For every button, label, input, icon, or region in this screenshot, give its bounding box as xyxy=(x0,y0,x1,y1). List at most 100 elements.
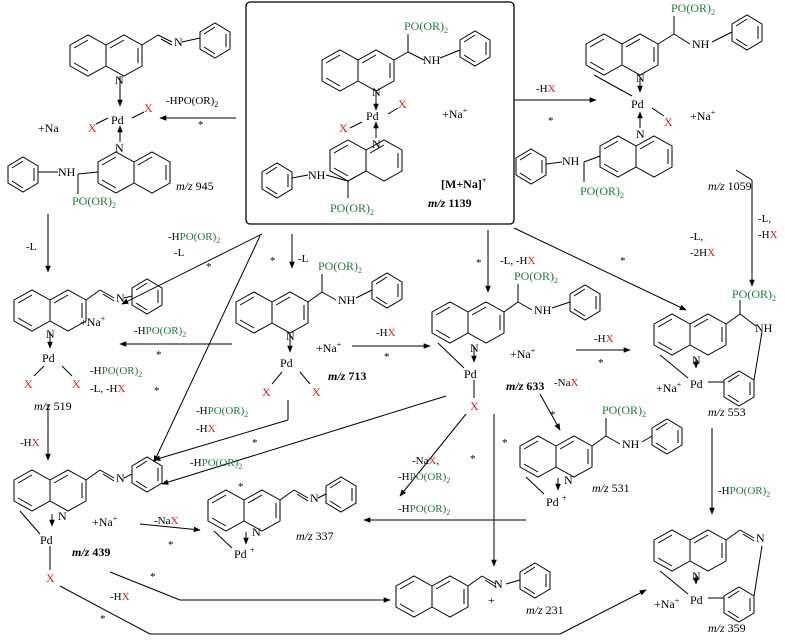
arrow-633-439 xyxy=(161,395,447,485)
s439-pd: Pd xyxy=(40,533,53,547)
s633-x: X xyxy=(470,399,479,413)
star-439-337: * xyxy=(168,539,174,551)
s713-mz: m/z 713 xyxy=(328,369,366,383)
lbl-1139-713: -L xyxy=(298,253,309,265)
arrow-439-359c xyxy=(559,589,647,635)
s553-n: N xyxy=(692,353,701,367)
s519-pd: Pd xyxy=(42,351,55,365)
s519-na: +Na+ xyxy=(80,314,106,329)
arrow-439-359a xyxy=(59,585,151,635)
s531-nh: NH xyxy=(622,437,640,451)
s945-x-right: X xyxy=(144,101,153,115)
star-1139-1059: * xyxy=(548,115,554,127)
lbl-439-359: -HX xyxy=(110,591,130,603)
arrow-1139-553 xyxy=(513,227,687,311)
lbl-439-337: -NaX xyxy=(154,515,179,527)
s713-x-right: X xyxy=(312,385,321,399)
species-531-structure xyxy=(519,418,683,495)
precursor-pd: Pd xyxy=(366,109,379,123)
s231-n: N xyxy=(494,577,503,591)
arrow-633-337 xyxy=(399,413,467,497)
precursor-nh-top: NH xyxy=(423,53,441,67)
s519-n-imine: N xyxy=(116,291,125,305)
s519-x-left: X xyxy=(24,377,33,391)
s359-na: +Na+ xyxy=(654,596,680,611)
species-439-structure xyxy=(13,456,163,570)
arrow-1139-439 xyxy=(153,235,261,463)
star-633-531: * xyxy=(550,409,556,421)
s553-phosphonate: PO(OR)2 xyxy=(732,287,776,303)
precursor-ion-label: [M+Na]+ xyxy=(441,176,487,191)
species-713-structure xyxy=(235,272,403,385)
lbl-1139-439-b: -L, -HX xyxy=(90,383,126,395)
s553-mz: m/z 553 xyxy=(708,405,746,419)
s713-pd: Pd xyxy=(280,356,293,370)
s1059-pd: Pd xyxy=(631,97,644,111)
species-519-structure xyxy=(13,278,163,377)
s633-na: +Na+ xyxy=(510,346,536,361)
star-1139-519: * xyxy=(206,261,212,273)
lbl-1139-553-a: -L, xyxy=(690,231,703,243)
s945-n2: N xyxy=(115,141,124,155)
s553-na: +Na+ xyxy=(656,380,682,395)
species-231-structure xyxy=(395,562,551,618)
lbl-1139-945: -HPO(OR)2 xyxy=(166,95,218,109)
s359-pd: Pd xyxy=(690,593,703,607)
s337-pd: Pd + xyxy=(234,545,255,561)
lbl-633-553: -HX xyxy=(594,333,614,345)
s337-n-imine: N xyxy=(310,491,319,505)
arrow-1059-553a xyxy=(735,169,753,181)
s531-mz: m/z 531 xyxy=(592,481,630,495)
arrow-633-531 xyxy=(539,393,561,431)
s439-mz: m/z 439 xyxy=(72,545,110,559)
lbl-1139-439-a: -HPO(OR)2 xyxy=(90,365,142,379)
s1059-x: X xyxy=(664,115,673,129)
s1059-n1: N xyxy=(636,71,645,85)
star-633-231: * xyxy=(502,437,508,449)
star-439-359: * xyxy=(100,613,106,625)
lbl-1139-633: -L, -HX xyxy=(500,255,536,267)
s519-n: N xyxy=(46,327,55,341)
s553-nh: NH xyxy=(755,321,773,335)
s713-phosphonate: PO(OR)2 xyxy=(318,259,362,275)
star-713-633: * xyxy=(384,351,390,363)
s945-na: +Na xyxy=(38,121,59,135)
lbl-713-439-b: -HX xyxy=(196,423,216,435)
star-633-553: * xyxy=(598,357,604,369)
s945-nh: NH xyxy=(58,165,76,179)
species-359-structure xyxy=(653,529,763,623)
lbl-1139-553-b: -2HX xyxy=(690,247,715,259)
lbl-519-439: -HX xyxy=(20,437,40,449)
s945-n1: N xyxy=(115,73,124,87)
star-713-439: * xyxy=(252,437,258,449)
s337-n: N xyxy=(252,525,261,539)
lbl-1139-519-a: -HPO(OR)2 xyxy=(168,231,220,245)
s439-x: X xyxy=(46,571,55,585)
s1059-phosphonate-top: PO(OR)2 xyxy=(671,1,715,17)
precursor-phosphonate-bottom: PO(OR)2 xyxy=(330,201,374,217)
s439-na: +Na+ xyxy=(92,514,118,529)
s519-x-right: X xyxy=(72,377,81,391)
arrow-labels: -HPO(OR)2 * -HX * -L -HPO(OR)2 -L * * -L… xyxy=(20,83,778,625)
precursor-n-top: N xyxy=(372,85,381,99)
lbl-553-359: -HPO(OR)2 xyxy=(718,485,770,499)
s945-n-imine: N xyxy=(174,35,183,49)
lbl-633-337-b: -HPO(OR)2 xyxy=(398,471,450,485)
lbl-1059-553-a: -L, xyxy=(758,213,771,225)
s439-n-imine: N xyxy=(116,471,125,485)
s359-n: N xyxy=(692,569,701,583)
star-713-519: * xyxy=(156,349,162,361)
lbl-713-519: -HPO(OR)2 xyxy=(134,325,186,339)
precursor-box xyxy=(245,1,515,225)
s945-phosphonate: PO(OR)2 xyxy=(72,194,116,210)
s945-pd: Pd xyxy=(111,113,124,127)
s1059-na: +Na+ xyxy=(690,108,716,123)
s945-mz: m/z 945 xyxy=(176,179,214,193)
s531-n: N xyxy=(564,473,573,487)
s713-n: N xyxy=(286,329,295,343)
star-633-439: * xyxy=(238,481,244,493)
precursor-n-bottom: N xyxy=(372,137,381,151)
s713-nh: NH xyxy=(338,293,356,307)
